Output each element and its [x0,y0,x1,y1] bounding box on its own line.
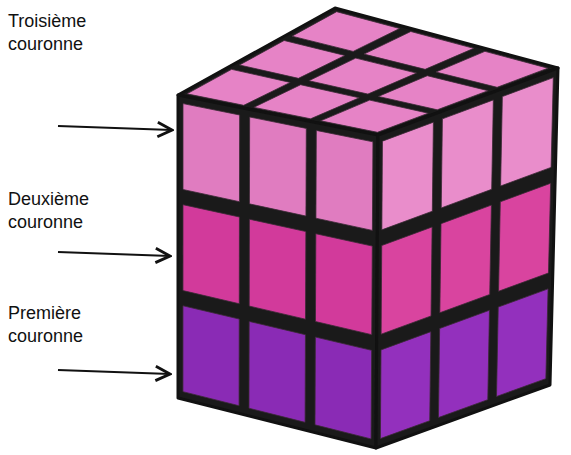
cube-sticker [249,321,305,422]
cube-sticker [316,130,373,230]
cube-sticker [381,227,432,334]
cube-sticker [183,306,239,406]
cube-sticker [440,205,492,313]
cube-sticker [497,289,549,397]
right-face [376,68,558,448]
leader-arrow [58,126,172,130]
cube-sticker [249,117,306,216]
left-face [178,95,378,448]
cube-sticker [315,337,372,439]
cube-sticker [501,78,554,186]
cube-sticker [183,205,239,304]
cube-sticker [382,122,434,230]
cube-sticker [380,332,430,439]
cube-sticker [249,219,306,319]
leader-arrow [58,370,170,374]
layer-label: Première couronne [8,302,113,348]
cube-sticker [441,100,493,208]
cube-sticker [499,183,551,291]
cube-sticker [438,310,489,417]
cube-sticker [315,234,372,335]
cube-sticker [183,104,240,202]
leader-arrow [58,252,170,256]
layer-label: Deuxième couronne [8,188,113,234]
layer-label: Troisième couronne [8,10,113,56]
